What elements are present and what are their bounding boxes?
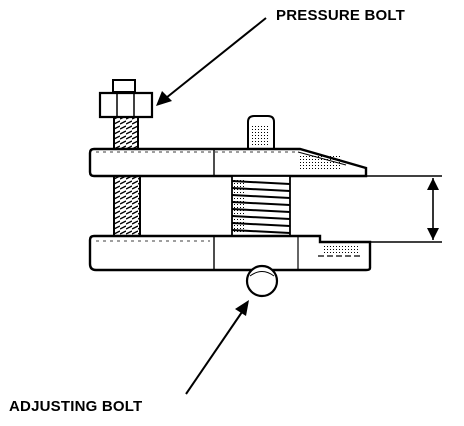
pressure-bolt-shank-upper (113, 116, 139, 150)
pressure-bolt-shank-lower (113, 175, 141, 239)
pressure-bolt-head (98, 79, 154, 119)
adjusting-bolt-leader (185, 300, 249, 395)
adjusting-bolt-label: ADJUSTING BOLT (9, 398, 143, 415)
adjusting-bolt-ball (245, 264, 279, 298)
gap-dimension (366, 175, 442, 243)
pressure-bolt-leader (156, 17, 267, 106)
pressure-bolt-label: PRESSURE BOLT (276, 7, 406, 24)
upper-jaw (88, 147, 368, 178)
compression-spring (231, 175, 291, 237)
guide-pin (247, 115, 275, 148)
lower-jaw (88, 234, 372, 272)
